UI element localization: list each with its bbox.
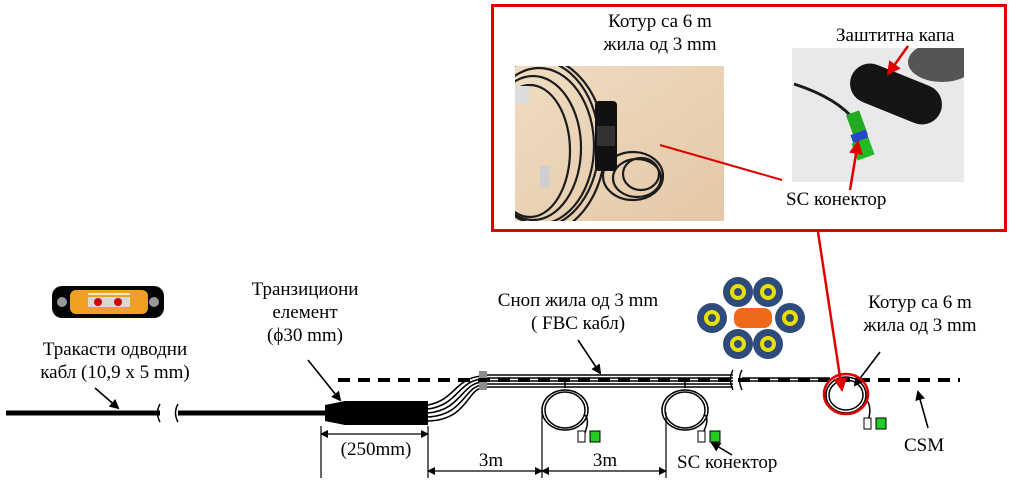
drop-cable-callout-arrow xyxy=(94,387,120,410)
inset-photo1-caption-line1: Котур са 6 m xyxy=(608,11,712,32)
drop-cable-line xyxy=(6,403,330,423)
coil-photo xyxy=(515,66,724,221)
drop-cable-label: Тракасти одводни кабл (10,9 x 5 mm) xyxy=(10,338,220,384)
coil-right-label-line2: жила од 3 mm xyxy=(863,315,977,336)
coil-right-label-line1: Котур са 6 m xyxy=(868,292,972,313)
inset-photo1-caption-line2: жила од 3 mm xyxy=(603,34,717,55)
coil-red-highlight xyxy=(822,372,870,416)
bundle-label-line1: Сноп жила од 3 mm xyxy=(497,290,659,311)
transition-label-line3: (ϕ30 mm) xyxy=(267,325,343,346)
drop-cable-label-line2: кабл (10,9 x 5 mm) xyxy=(40,362,190,383)
sc-red-arrow xyxy=(848,140,863,191)
dim-250-label: (250mm) xyxy=(340,439,412,460)
inset-sc-label: SC конектор xyxy=(786,189,887,210)
csm-label: CSM xyxy=(904,435,945,456)
cap-connector-photo xyxy=(792,48,964,182)
bundle-callout-arrow xyxy=(577,339,602,375)
inset-photo1-caption: Котур са 6 m жила од 3 mm xyxy=(560,10,760,56)
coil-right-label: Котур са 6 m жила од 3 mm xyxy=(840,291,1000,337)
coil-right-callout-arrow xyxy=(853,351,881,387)
transition-label-line2: елемент xyxy=(272,302,338,323)
dim-3m-a-label: 3m xyxy=(478,450,504,471)
fiber-coil-1 xyxy=(541,380,589,437)
dim-3m-b-label: 3m xyxy=(592,450,618,471)
fiber-coil-2 xyxy=(661,380,709,437)
csm-callout-arrow xyxy=(915,390,929,429)
transition-label-line1: Транзициони xyxy=(251,279,359,300)
sc-bottom-label: SC конектор xyxy=(677,452,778,473)
cap-red-arrow xyxy=(886,45,910,76)
sc-connector-icon xyxy=(577,430,601,443)
drop-cable-label-line1: Тракасти одводни xyxy=(42,339,188,360)
bundle-label-line2: ( FBC кабл) xyxy=(530,313,626,334)
fbc-cross-section-icon xyxy=(697,277,805,359)
cap-label: Заштитна капа xyxy=(836,25,955,46)
sc-bottom-callout-arrow xyxy=(710,441,733,456)
inset-coil-pointer-line xyxy=(659,144,783,181)
transition-label: Транзициони елемент (ϕ30 mm) xyxy=(230,278,380,347)
bundle-label: Сноп жила од 3 mm ( FBC кабл) xyxy=(468,289,688,335)
transition-callout-arrow xyxy=(307,359,342,402)
dimension-lines xyxy=(320,412,667,478)
coil-red-arrow xyxy=(816,231,848,392)
sc-connector-icon xyxy=(863,417,887,430)
inset-frame xyxy=(491,4,1007,232)
transition-element xyxy=(325,401,428,425)
drop-cable-cross-section-icon xyxy=(52,286,164,318)
sc-connector-icon xyxy=(697,430,721,443)
